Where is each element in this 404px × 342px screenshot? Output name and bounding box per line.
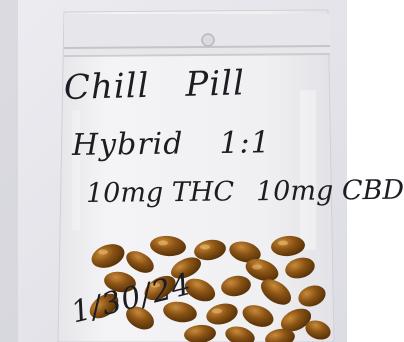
label-word-pill: Pill [184,63,246,105]
label-word-chill: Chill [63,65,151,108]
plastic-glare [300,90,316,250]
zip-line-bottom [63,53,331,57]
zip-line-top [63,45,331,49]
bag-photo [0,0,347,342]
plastic-glare-left [72,110,80,230]
hang-hole [201,33,215,47]
left-shadow [0,0,18,342]
label-line-dosage: 10mg THC 10mg CBD [86,175,404,209]
label-word-ratio: 1:1 [219,125,271,161]
label-cbd-dose: 10mg CBD [255,174,404,208]
label-word-hybrid: Hybrid [71,126,184,163]
softgel-capsules [89,235,331,342]
label-line-product: Chill Pill [63,63,245,108]
label-thc-dose: 10mg THC [85,176,235,209]
label-line-strain: Hybrid 1:1 [72,125,271,163]
